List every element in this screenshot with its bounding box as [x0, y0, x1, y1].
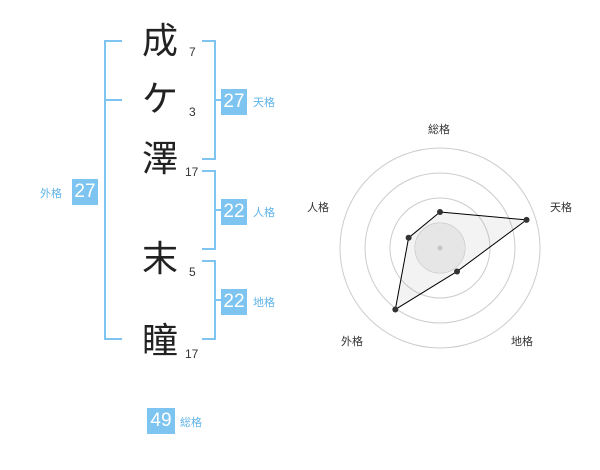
radar-label-jinkaku: 人格 — [307, 201, 329, 214]
radar-label-tenkaku: 天格 — [550, 201, 572, 214]
jinkaku-tick — [214, 209, 222, 211]
radar-point-0 — [437, 209, 443, 215]
name-char-1: 成 — [142, 21, 179, 62]
radar-ring-2 — [389, 197, 491, 299]
name-char-4: 末 — [142, 239, 179, 280]
stroke-count-1: 7 — [189, 45, 196, 59]
stroke-count-2: 3 — [189, 105, 196, 119]
gaikaku-value: 27 — [72, 179, 98, 205]
radar-point-2 — [454, 268, 461, 275]
radar-point-4 — [405, 234, 412, 241]
gaikaku-label: 外格 — [40, 187, 62, 200]
soukaku-value: 49 — [147, 408, 175, 434]
chikaku-label: 地格 — [253, 296, 275, 309]
name-char-2: ケ — [142, 79, 179, 120]
gaikaku-bracket — [104, 40, 122, 340]
tenkaku-value: 27 — [221, 89, 247, 115]
radar-value-polygon — [394, 211, 528, 311]
radar-ring-4 — [339, 147, 541, 349]
stroke-count-4: 5 — [189, 265, 196, 279]
soukaku-label: 総格 — [180, 416, 202, 429]
name-char-3: 澤 — [142, 139, 179, 180]
tenkaku-tick — [214, 99, 222, 101]
radar-center-dot — [437, 245, 443, 251]
gaikaku-mid-tick — [104, 99, 122, 101]
jinkaku-label: 人格 — [253, 206, 275, 219]
radar-label-soukaku: 総格 — [428, 123, 450, 136]
stroke-count-3: 17 — [185, 165, 199, 179]
jinkaku-value: 22 — [221, 199, 247, 225]
name-char-5: 瞳 — [142, 321, 179, 362]
chikaku-value: 22 — [221, 289, 247, 315]
radar-label-chikaku: 地格 — [511, 335, 533, 348]
tenkaku-label: 天格 — [253, 96, 275, 109]
radar-point-1 — [523, 216, 530, 223]
chikaku-tick — [214, 299, 222, 301]
radar-chart — [339, 147, 541, 349]
radar-label-gaikaku: 外格 — [341, 335, 363, 348]
radar-point-3 — [392, 306, 399, 313]
radar-ring-3 — [364, 172, 516, 324]
stroke-count-5: 17 — [185, 347, 199, 361]
